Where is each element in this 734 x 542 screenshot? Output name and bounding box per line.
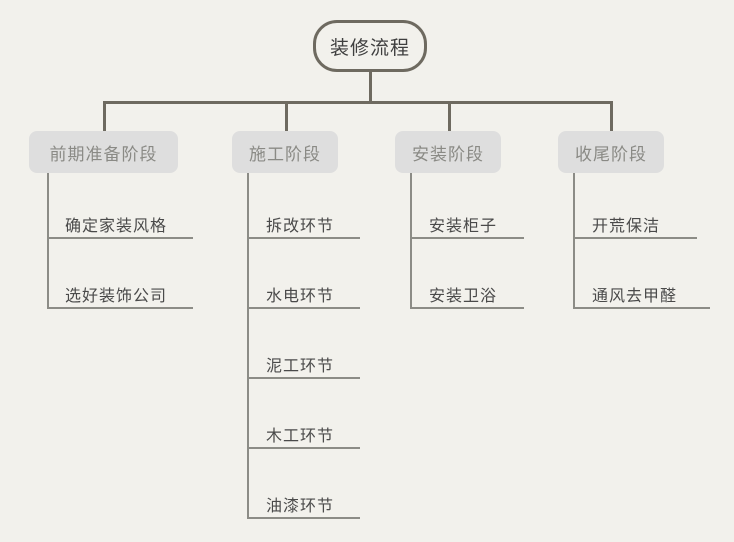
stage-node-4[interactable]: 收尾阶段 bbox=[558, 131, 664, 173]
leaf-label-4-2[interactable]: 通风去甲醛 bbox=[592, 286, 678, 305]
leaf-underline-4-2 bbox=[573, 307, 710, 309]
leaf-label-4-1[interactable]: 开荒保洁 bbox=[592, 216, 661, 235]
leaf-label-2-4[interactable]: 木工环节 bbox=[266, 426, 335, 445]
leaf-label-3-2[interactable]: 安装卫浴 bbox=[429, 286, 498, 305]
leaf-label-2-5[interactable]: 油漆环节 bbox=[266, 496, 335, 515]
stage-node-3-label: 安装阶段 bbox=[412, 144, 484, 165]
stage-node-1[interactable]: 前期准备阶段 bbox=[29, 131, 178, 173]
stage-node-2-label: 施工阶段 bbox=[249, 144, 321, 165]
branch-drop-connector-3 bbox=[448, 101, 451, 132]
branch-spine-4 bbox=[573, 173, 575, 309]
leaf-underline-2-5 bbox=[247, 517, 360, 519]
leaf-underline-3-2 bbox=[410, 307, 524, 309]
leaf-label-2-2[interactable]: 水电环节 bbox=[266, 286, 335, 305]
branch-spine-2 bbox=[247, 173, 249, 519]
leaf-underline-3-1 bbox=[410, 237, 524, 239]
leaf-label-2-1[interactable]: 拆改环节 bbox=[266, 216, 335, 235]
branch-drop-connector-1 bbox=[103, 101, 106, 132]
branch-spine-1 bbox=[47, 173, 49, 309]
leaf-label-2-3[interactable]: 泥工环节 bbox=[266, 356, 335, 375]
leaf-underline-4-1 bbox=[573, 237, 697, 239]
leaf-underline-2-2 bbox=[247, 307, 360, 309]
branch-drop-connector-2 bbox=[285, 101, 288, 132]
stage-node-1-label: 前期准备阶段 bbox=[49, 144, 158, 165]
leaf-underline-2-4 bbox=[247, 447, 360, 449]
root-node-label: 装修流程 bbox=[329, 36, 410, 59]
leaf-underline-2-3 bbox=[247, 377, 360, 379]
branch-drop-connector-4 bbox=[610, 101, 613, 132]
root-node[interactable]: 装修流程 bbox=[313, 20, 427, 72]
leaf-underline-1-1 bbox=[47, 237, 193, 239]
leaf-label-1-1[interactable]: 确定家装风格 bbox=[65, 216, 168, 235]
leaf-underline-2-1 bbox=[247, 237, 360, 239]
branch-spine-3 bbox=[410, 173, 412, 309]
leaf-label-1-2[interactable]: 选好装饰公司 bbox=[65, 286, 168, 305]
leaf-underline-1-2 bbox=[47, 307, 193, 309]
branch-bus-connector bbox=[104, 101, 612, 104]
root-stem-connector bbox=[369, 72, 372, 102]
stage-node-2[interactable]: 施工阶段 bbox=[232, 131, 338, 173]
leaf-label-3-1[interactable]: 安装柜子 bbox=[429, 216, 498, 235]
stage-node-3[interactable]: 安装阶段 bbox=[395, 131, 501, 173]
stage-node-4-label: 收尾阶段 bbox=[575, 144, 647, 165]
